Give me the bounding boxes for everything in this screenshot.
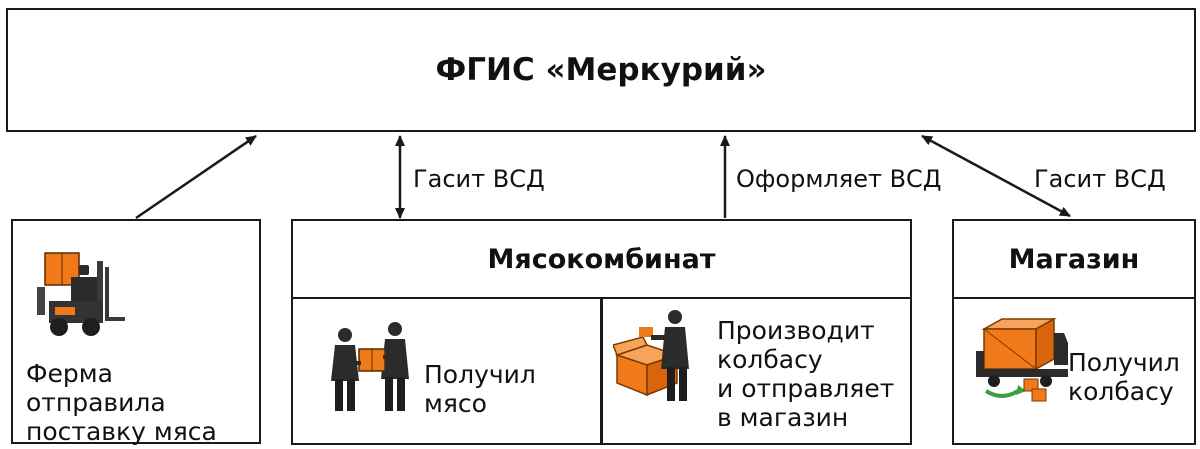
shop-box: Магазин Получил колбасу: [952, 219, 1196, 445]
forklift-icon: [37, 252, 125, 336]
shop-arrow-label: Гасит ВСД: [1034, 165, 1166, 193]
system-title: ФГИС «Меркурий»: [435, 52, 767, 88]
truck-unloading-icon: [976, 317, 1068, 402]
packing-icon: [613, 310, 689, 401]
shop-arrow: [921, 134, 1071, 218]
shop-header: Магазин: [954, 221, 1194, 299]
farm-arrow: [135, 134, 257, 220]
system-box: ФГИС «Меркурий»: [6, 8, 1196, 132]
farm-box: Ферма отправила поставку мяса: [11, 219, 261, 446]
farm-text: Ферма отправила поставку мяса: [26, 359, 217, 446]
plant-left-text: Получил мясо: [424, 360, 536, 418]
plant-right-arrow-label: Оформляет ВСД: [736, 165, 942, 193]
plant-header: Мясокомбинат: [293, 221, 910, 299]
plant-title: Мясокомбинат: [487, 243, 716, 275]
handover-icon: [331, 322, 409, 411]
shop-title: Магазин: [1008, 243, 1140, 275]
plant-left-arrow-label: Гасит ВСД: [413, 165, 545, 193]
plant-box: Мясокомбинат Получил мясо Производит кол…: [291, 219, 912, 445]
plant-divider: [600, 297, 603, 443]
shop-text: Получил колбасу: [1068, 348, 1180, 406]
plant-right-text: Производит колбасу и отправляет в магази…: [717, 316, 895, 432]
